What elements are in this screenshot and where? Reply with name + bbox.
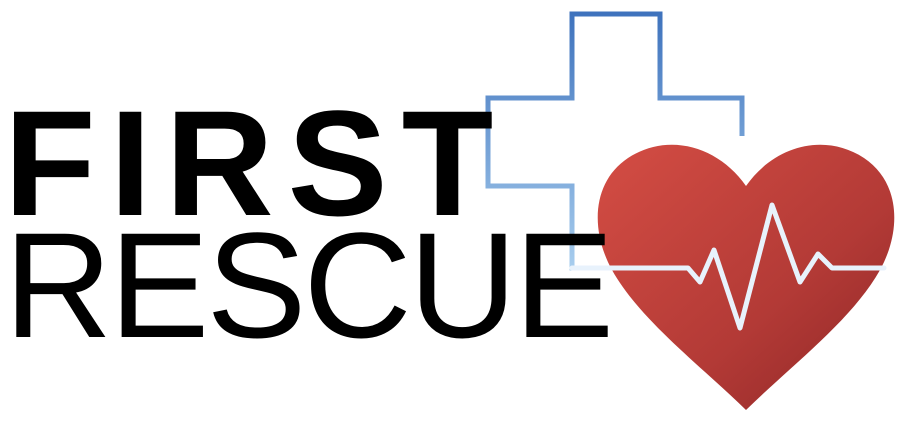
medical-cross-icon (485, 11, 745, 271)
logo-line-rescue: RESCUE (4, 201, 614, 369)
heart-icon (597, 144, 895, 410)
heartbeat-pulse-icon (569, 202, 887, 331)
logo-line-first: FIRST (4, 79, 508, 247)
